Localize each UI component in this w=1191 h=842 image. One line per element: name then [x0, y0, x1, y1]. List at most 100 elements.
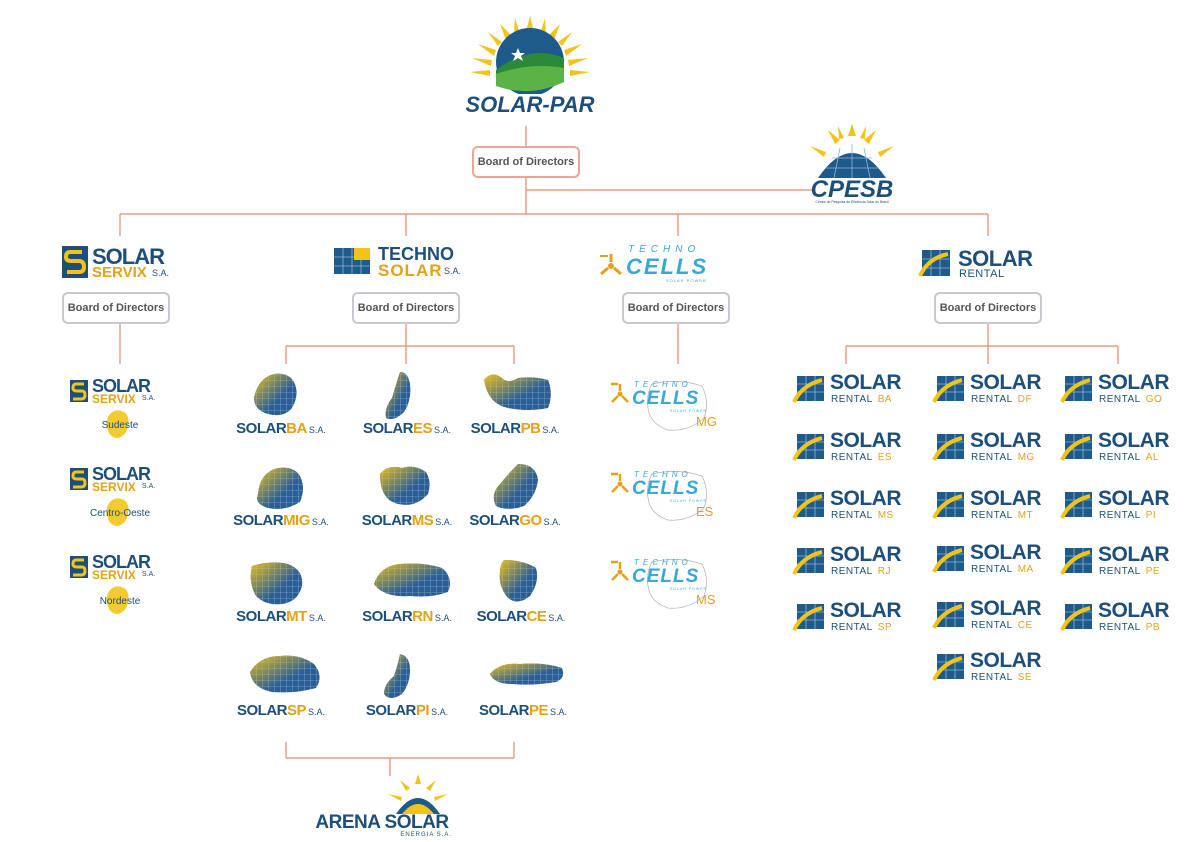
techno-cells-logo: TECHNO CELLS SOLAR POWER: [598, 244, 740, 284]
cells-region-tagline: SOLAR POWER: [670, 499, 708, 503]
rental-unit-word: RENTAL: [1099, 622, 1141, 633]
solar-rental-board-of-directors[interactable]: Board of Directors: [934, 292, 1042, 324]
rental-unit-code: ES: [877, 452, 893, 463]
cpesb-name: CPESB: [810, 176, 894, 203]
root-board-of-directors[interactable]: Board of Directors: [472, 146, 580, 178]
rental-unit-icon: [1060, 434, 1092, 461]
rental-unit-icon: [1060, 548, 1092, 575]
rental-unit-line1: SOLAR: [830, 487, 902, 510]
servix-region-label: Sudeste: [101, 420, 139, 431]
servix-region-label: Nordeste: [99, 596, 141, 607]
state-map-icon: [250, 655, 320, 693]
rental-unit-line1: SOLAR: [970, 597, 1042, 620]
sun-landscape-icon: [470, 16, 590, 94]
rental-unit-icon: [792, 434, 824, 461]
state-prefix: SOLAR: [469, 512, 520, 529]
techno-cells-line2: CELLS: [626, 254, 709, 279]
rental-unit-line2: RENTAL PB: [1099, 622, 1160, 633]
rental-unit-word: RENTAL: [971, 452, 1013, 463]
solar-rental-logo: SOLAR RENTAL: [918, 246, 1038, 282]
servix-region-label: Centro-Oeste: [89, 508, 151, 519]
servix-board-of-directors[interactable]: Board of Directors: [62, 292, 170, 324]
techno-solar-line1: TECHNO: [378, 244, 454, 264]
state-map-icon: [499, 560, 538, 602]
techno-solar-board-of-directors[interactable]: Board of Directors: [352, 292, 460, 324]
servix-region-line2: SERVIX: [92, 480, 136, 494]
cells-region-label: MS: [696, 592, 716, 607]
rental-unit-icon: [1060, 492, 1092, 519]
state-code: ES: [412, 420, 433, 437]
rental-unit-line1: SOLAR: [830, 371, 902, 394]
rental-unit-line1: SOLAR: [970, 371, 1042, 394]
rental-unit-icon: [1060, 376, 1092, 403]
rental-unit-word: RENTAL: [971, 672, 1013, 683]
solar-panel-icon: [334, 248, 370, 274]
state-prefix: SOLAR: [362, 608, 413, 625]
state-prefix: SOLAR: [236, 608, 287, 625]
cells-region-icon: [611, 381, 707, 431]
rental-unit-line2: RENTAL SP: [831, 622, 892, 633]
techno-cells-tagline: SOLAR POWER: [666, 278, 707, 283]
cells-region-line2: CELLS: [632, 388, 700, 409]
rental-unit-code: PB: [1145, 622, 1161, 633]
cells-region-line2: CELLS: [632, 566, 700, 587]
state-prefix: SOLAR: [476, 608, 528, 625]
servix-line2: SERVIX: [92, 264, 147, 281]
techno-cells-board-of-directors[interactable]: Board of Directors: [622, 292, 730, 324]
rental-unit-word: RENTAL: [1099, 510, 1141, 521]
rental-unit-line1: SOLAR: [1098, 371, 1170, 394]
solar-par-logo: SOLAR-PAR: [460, 14, 600, 126]
solar-panel-sun-icon: [810, 124, 894, 179]
cells-region-icon: [611, 559, 707, 609]
rental-unit-code: SP: [877, 622, 893, 633]
rental-unit-word: RENTAL: [831, 622, 873, 633]
servix-region-line2: SERVIX: [92, 392, 136, 406]
rental-unit-word: RENTAL: [831, 452, 873, 463]
state-code: CE: [526, 608, 547, 625]
solar-servix-logo: SOLAR SERVIX S.A.: [62, 244, 182, 281]
